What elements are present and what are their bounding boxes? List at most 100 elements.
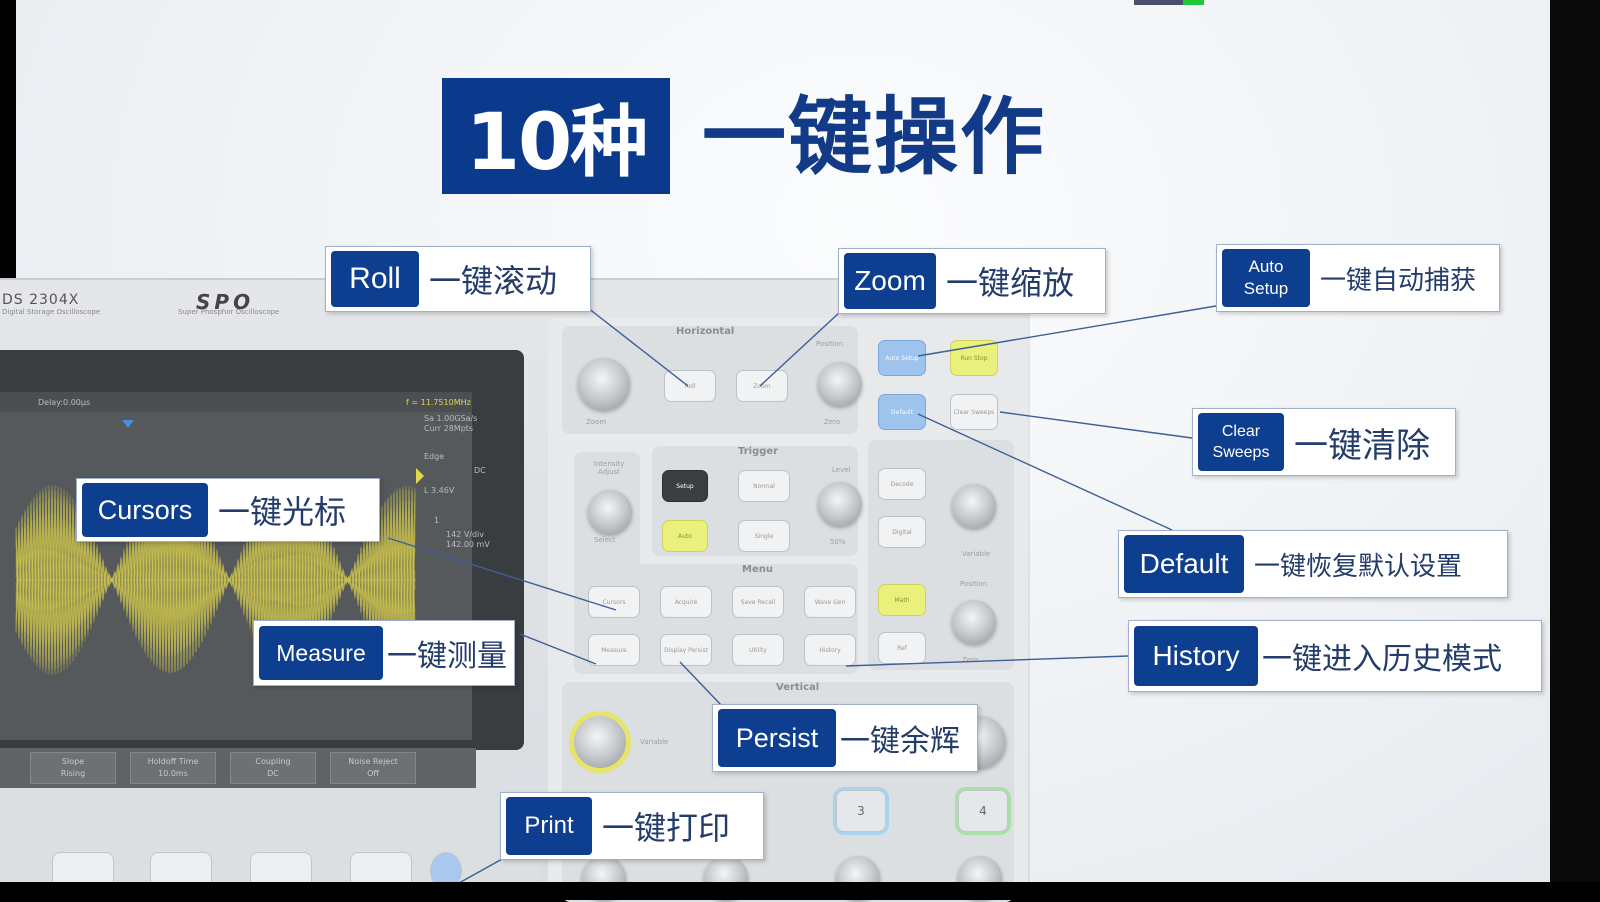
measure-key-label: Measure (259, 626, 383, 680)
display-persist-button[interactable]: Display Persist (660, 634, 712, 666)
math-button[interactable]: Math (878, 584, 926, 616)
callout-clear-sweeps: Clear Sweeps 一键清除 (1192, 408, 1456, 476)
horizontal-position-knob[interactable] (818, 362, 862, 406)
cursors-button[interactable]: Cursors (588, 586, 640, 618)
zoom-description: 一键缩放 (946, 264, 1075, 302)
math-position-label: Position (960, 580, 988, 588)
channel-indicator: 1 (434, 516, 440, 525)
auto-setup-description: 一键自动捕获 (1320, 265, 1477, 296)
title-badge: 10种 (442, 78, 670, 194)
intensity-knob[interactable] (588, 490, 632, 534)
ref-button[interactable]: Ref (878, 632, 926, 664)
ch1-scale-knob[interactable] (574, 716, 626, 768)
window-thumbnail (1134, 0, 1204, 5)
measure-description: 一键测量 (387, 639, 507, 674)
spo-logo-sub: Super Phosphor Oscilloscope (178, 308, 280, 316)
variable-knob[interactable] (952, 484, 996, 528)
ch4-button[interactable]: 4 (958, 790, 1008, 832)
select-label: Select (594, 536, 616, 544)
callout-auto-setup: Auto Setup 一键自动捕获 (1216, 244, 1500, 312)
clear-sweeps-key-label: Clear Sweeps (1198, 413, 1284, 471)
vertical-label: Vertical (776, 682, 820, 693)
callout-cursors: Cursors 一键光标 (76, 478, 380, 542)
history-key-label: History (1134, 626, 1258, 686)
frequency-readout: f = 11.7510MHz (406, 398, 471, 407)
callout-roll: Roll 一键滚动 (325, 246, 591, 312)
history-description: 一键进入历史模式 (1262, 642, 1502, 677)
menu-label: Menu (742, 564, 773, 575)
trigger-level-label: Level (832, 466, 851, 474)
trigger-single-button[interactable]: Single (738, 520, 790, 552)
print-key-label: Print (506, 797, 592, 855)
decode-button[interactable]: Decode (878, 468, 926, 500)
intensity-label: Intensity Adjust (593, 460, 625, 476)
channel-scale: 142 V/div (446, 530, 485, 539)
roll-key-label: Roll (331, 251, 419, 307)
trigger-auto-button[interactable]: Auto (662, 520, 708, 552)
ch3-button[interactable]: 3 (836, 790, 886, 832)
sample-rate: Sa 1.00GSa/s (424, 414, 478, 423)
memory-depth: Curr 28Mpts (424, 424, 474, 433)
roll-description: 一键滚动 (429, 262, 558, 300)
cursors-description: 一键光标 (218, 493, 347, 531)
page-title: 一键操作 (702, 88, 1047, 186)
print-description: 一键打印 (602, 809, 731, 847)
cursors-key-label: Cursors (82, 483, 208, 537)
delay-readout: Delay:0.00μs (38, 398, 91, 407)
position-label: Position (816, 340, 844, 348)
screen-status-bar (0, 392, 472, 412)
utility-button[interactable]: Utility (732, 634, 784, 666)
bottom-letterbox (0, 882, 1600, 900)
clear-sweeps-button[interactable]: Clear Sweeps (950, 394, 998, 430)
callout-default: Default 一键恢复默认设置 (1118, 530, 1508, 598)
callout-zoom: Zoom 一键缩放 (838, 248, 1106, 314)
run-stop-button[interactable]: Run Stop (950, 340, 998, 376)
trigger-normal-button[interactable]: Normal (738, 470, 790, 502)
callout-history: History 一键进入历史模式 (1128, 620, 1542, 692)
variable-label: Variable (962, 550, 991, 558)
callout-persist: Persist 一键余辉 (712, 704, 978, 772)
default-button[interactable]: Default (878, 394, 926, 430)
callout-print: Print 一键打印 (500, 792, 764, 860)
zero-label: Zero (824, 418, 841, 426)
trigger-label: Trigger (738, 446, 779, 457)
save-recall-button[interactable]: Save Recall (732, 586, 784, 618)
zoom-button[interactable]: Zoom (736, 370, 788, 402)
wave-gen-button[interactable]: Wave Gen (804, 586, 856, 618)
acquire-button[interactable]: Acquire (660, 586, 712, 618)
trigger-level: L 3.46V (424, 486, 455, 495)
trigger-type: Edge (424, 452, 445, 461)
default-description: 一键恢复默认设置 (1254, 551, 1463, 582)
digital-button[interactable]: Digital (878, 516, 926, 548)
oscilloscope-model: DS 2304X (2, 292, 80, 308)
zoom-key-label: Zoom (844, 253, 936, 309)
auto-setup-button[interactable]: Auto Setup (878, 340, 926, 376)
history-button[interactable]: History (804, 634, 856, 666)
callout-measure: Measure 一键测量 (253, 620, 515, 686)
roll-button[interactable]: Roll (664, 370, 716, 402)
math-zero-label: Zero (962, 656, 979, 664)
trigger-level-knob[interactable] (818, 482, 862, 526)
horizontal-scale-knob[interactable] (578, 358, 630, 410)
fifty-percent-label: 50% (830, 538, 846, 546)
channel-offset: 142.00 mV (446, 540, 490, 549)
auto-setup-key-label: Auto Setup (1222, 249, 1310, 307)
oscilloscope-model-sub: Digital Storage Oscilloscope (2, 308, 101, 316)
horizontal-label: Horizontal (676, 326, 735, 337)
zoom-knob-label: Zoom (586, 418, 607, 426)
trigger-coupling: DC (474, 466, 486, 475)
measure-button[interactable]: Measure (588, 634, 640, 666)
right-letterbox (1550, 0, 1600, 900)
clear-sweeps-description: 一键清除 (1294, 425, 1430, 466)
math-position-knob[interactable] (952, 600, 996, 644)
default-key-label: Default (1124, 535, 1244, 593)
ch1-variable-label: Variable (640, 738, 669, 746)
trigger-setup-button[interactable]: Setup (662, 470, 708, 502)
scope-screen (0, 392, 472, 740)
spo-logo: SPO (196, 290, 255, 314)
persist-description: 一键余辉 (840, 724, 960, 759)
